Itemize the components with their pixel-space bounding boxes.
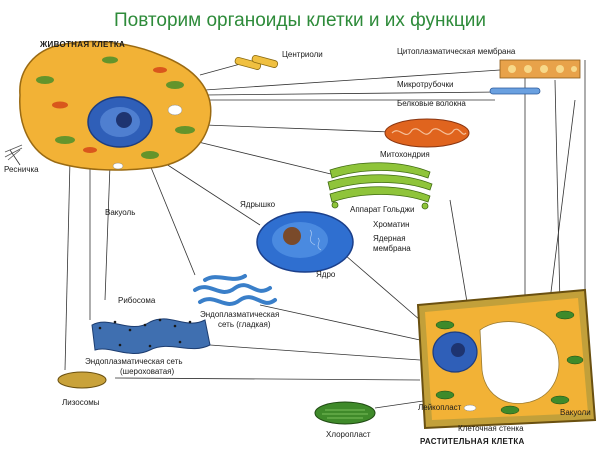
- rough-er: [91, 318, 211, 355]
- lysosomes-label: Лизосомы: [62, 398, 100, 407]
- smooth-er-label-2: сеть (гладкая): [218, 320, 271, 329]
- cytoplasmic-membrane-label: Цитоплазматическая мембрана: [397, 47, 516, 56]
- mitochondrion-label: Митохондрия: [380, 150, 430, 159]
- chromatin-label: Хроматин: [373, 220, 410, 229]
- ribosome-label: Рибосома: [118, 296, 156, 305]
- chloroplast: [314, 401, 376, 425]
- golgi-label: Аппарат Гольджи: [350, 205, 415, 214]
- nucleus-label: Ядро: [316, 270, 336, 279]
- rough-er-label-1: Эндоплазматическая сеть: [85, 357, 183, 366]
- plant-cell: [416, 288, 597, 430]
- animal-cell: [4, 40, 212, 171]
- leucoplast-label: Лейкопласт: [418, 403, 462, 412]
- rough-er-label-2: (шероховатая): [120, 367, 175, 376]
- nuclear-membrane-label-2: мембрана: [373, 244, 411, 253]
- microtubules: [489, 87, 541, 95]
- cytoplasmic-membrane: [499, 59, 581, 79]
- connector-lines: [9, 59, 586, 409]
- page-title: Повторим органоиды клетки и их функции: [114, 10, 486, 31]
- microtubules-label: Микротрубочки: [397, 80, 454, 89]
- centrioles-label: Центриоли: [282, 50, 323, 59]
- lysosome: [57, 371, 107, 389]
- animal-cell-label: ЖИВОТНАЯ КЛЕТКА: [40, 40, 126, 49]
- smooth-er-label-1: Эндоплазматическая: [200, 310, 280, 319]
- golgi-apparatus: [327, 162, 433, 210]
- protein-fibers-label: Белковые волокна: [397, 99, 466, 108]
- vacuole-label: Вакуоль: [105, 208, 136, 217]
- nuclear-membrane-label-1: Ядерная: [373, 234, 406, 243]
- cell-wall-label: Клеточная стенка: [458, 424, 524, 433]
- cilium-label: Ресничка: [4, 165, 39, 174]
- chloroplast-label: Хлоропласт: [326, 430, 371, 439]
- centrioles: [234, 55, 279, 70]
- nucleolus-label: Ядрышко: [240, 200, 276, 209]
- plant-cell-label: РАСТИТЕЛЬНАЯ КЛЕТКА: [420, 437, 525, 446]
- nucleus: [256, 211, 354, 273]
- smooth-er: [193, 274, 277, 306]
- mitochondrion: [384, 118, 470, 148]
- vacuoles-label: Вакуоли: [560, 408, 591, 417]
